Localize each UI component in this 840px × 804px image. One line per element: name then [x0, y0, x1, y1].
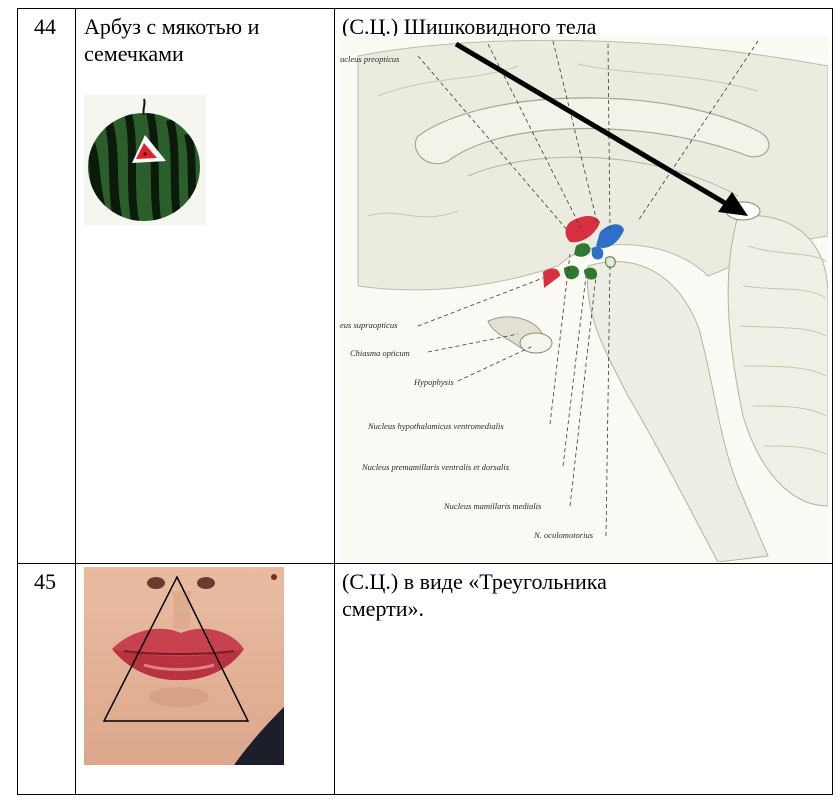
- row-description-left: Арбуз с мякотью и семечками: [84, 14, 260, 66]
- label-nucleus-premamillaris: Nucleus premamillaris ventralis et dorsa…: [361, 462, 510, 472]
- row-number: 44: [34, 14, 56, 39]
- label-nucleus-ventromedialis: Nucleus hypothalamicus ventromedialis: [367, 421, 504, 431]
- label-chiasma-opticum: Chiasma opticum: [350, 348, 410, 358]
- table-border-top: [17, 8, 833, 9]
- lips-triangle-image: [84, 567, 284, 765]
- label-nucleus-mamillaris: Nucleus mamillaris medialis: [443, 501, 542, 511]
- table-column-divider-1: [75, 8, 76, 795]
- row-description-right: (С.Ц.) Шишковидного тела: [342, 14, 597, 39]
- row-number: 45: [34, 569, 56, 594]
- table-border-right: [832, 8, 833, 795]
- label-nucleus-preopticus: ucleus preopticus: [340, 54, 400, 64]
- brain-sagittal-diagram: ucleus preopticus eus supraopticus Chias…: [338, 36, 828, 562]
- label-n-oculomotorius: N. oculomotorius: [533, 530, 594, 540]
- table-border-left: [17, 8, 18, 795]
- table-row-divider: [17, 563, 833, 564]
- table-border-bottom: [17, 794, 833, 795]
- row-description-right: (С.Ц.) в виде «Треугольника смерти».: [342, 569, 607, 621]
- watermelon-image: [84, 95, 206, 225]
- label-nucleus-supraopticus: eus supraopticus: [340, 320, 398, 330]
- label-hypophysis: Hypophysis: [413, 377, 454, 387]
- table-column-divider-2: [334, 8, 335, 795]
